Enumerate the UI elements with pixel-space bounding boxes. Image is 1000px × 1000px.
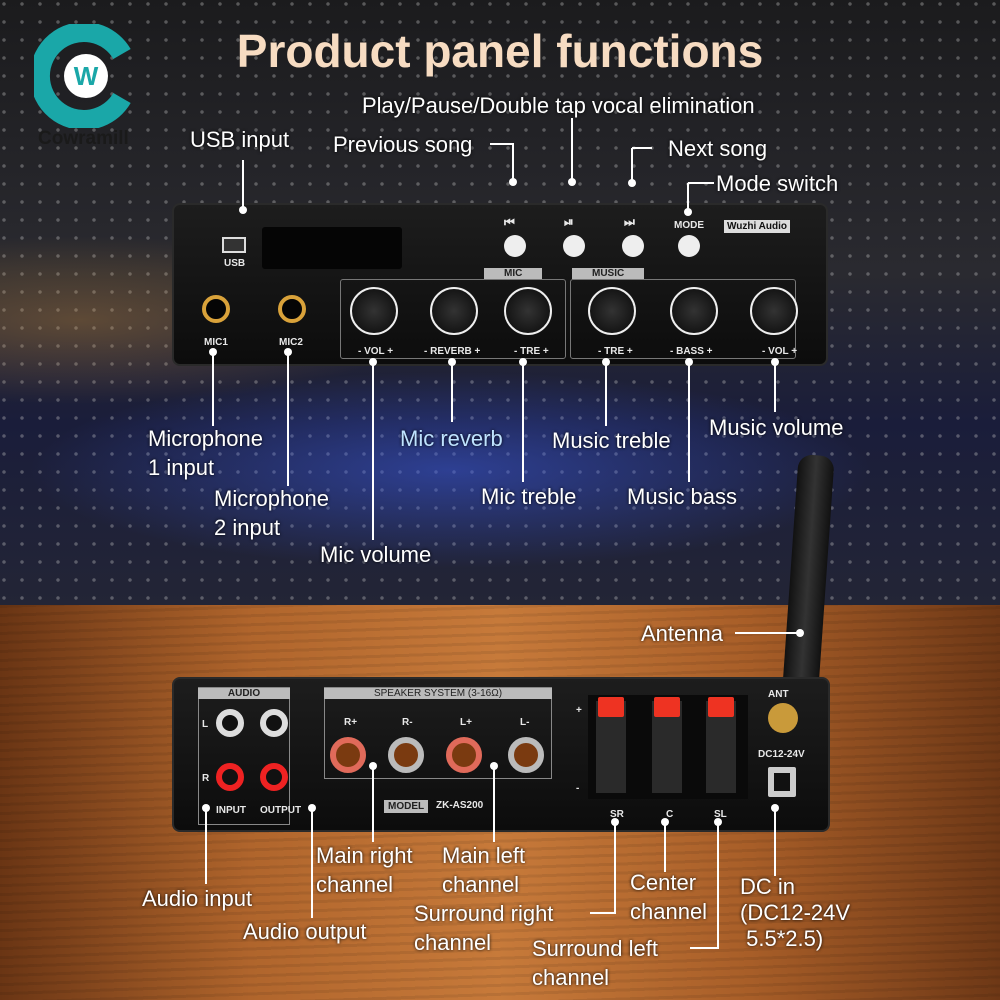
sl-clip[interactable]: [708, 697, 734, 717]
callout-mic-volume: Mic volume: [320, 542, 432, 567]
audio-section: [198, 687, 290, 825]
music-bass-knob[interactable]: [670, 287, 718, 335]
speaker-system-label: SPEAKER SYSTEM (3-16Ω): [324, 688, 552, 699]
mode-label: MODE: [674, 220, 704, 231]
knob-label: - TRE +: [598, 346, 633, 357]
mode-button[interactable]: [678, 235, 700, 257]
ant-label: ANT: [768, 689, 789, 700]
c-label: C: [666, 809, 674, 820]
post-label: L+: [460, 717, 472, 728]
brand-name: Cowramill: [38, 128, 129, 149]
callout-audio-output: Audio output: [243, 919, 367, 944]
minus-label: -: [576, 783, 580, 794]
model-label: MODEL: [384, 800, 429, 813]
play-pause-button[interactable]: [563, 235, 585, 257]
callout-surround-right: Surround right channel: [414, 901, 554, 955]
output-label: OUTPUT: [260, 805, 302, 816]
svg-text:W: W: [74, 61, 99, 91]
display-screen: [262, 227, 402, 269]
play-pause-icon: ⏯: [564, 215, 574, 229]
callout-mode-switch: Mode switch: [716, 171, 839, 196]
callout-mic2: Microphone 2 input: [214, 486, 329, 540]
callout-center: Center channel: [630, 870, 708, 924]
mic2-jack[interactable]: [278, 295, 306, 323]
left-minus-post[interactable]: [508, 737, 544, 773]
dc-jack[interactable]: [768, 767, 796, 797]
callout-previous-song: Previous song: [333, 132, 473, 157]
front-panel: USB MIC1 MIC2 ⏮ ⏯ ⏭ MODE Wuzhi Audio MIC…: [172, 203, 828, 366]
callout-play-pause: Play/Pause/Double tap vocal elimination: [362, 93, 755, 118]
callout-audio-input: Audio input: [142, 886, 253, 911]
mic-section-label: MIC: [484, 268, 543, 279]
right-minus-post[interactable]: [388, 737, 424, 773]
next-icon: ⏭: [624, 215, 635, 229]
callout-music-bass: Music bass: [627, 484, 738, 509]
knob-label: - VOL +: [762, 346, 798, 357]
sl-label: SL: [714, 809, 727, 820]
brand-badge: Wuzhi Audio: [724, 220, 790, 233]
mic2-label: MIC2: [279, 337, 303, 348]
previous-button[interactable]: [504, 235, 526, 257]
page-title: Product panel functions: [236, 25, 764, 77]
plus-label: +: [576, 705, 582, 716]
mic-volume-knob[interactable]: [350, 287, 398, 335]
cowramill-logo: W: [34, 24, 131, 128]
speaker-section: [324, 687, 552, 779]
callout-mic1: Microphone 1 input: [148, 426, 263, 480]
back-panel: AUDIO L R INPUT OUTPUT SPEAKER SYSTEM (3…: [172, 677, 830, 832]
post-label: L-: [520, 717, 530, 728]
knob-label: - BASS +: [670, 346, 713, 357]
output-r-jack[interactable]: [260, 763, 288, 791]
mic-reverb-knob[interactable]: [430, 287, 478, 335]
usb-port[interactable]: [222, 237, 246, 253]
mic1-jack[interactable]: [202, 295, 230, 323]
callout-mic-treble: Mic treble: [481, 484, 577, 509]
right-plus-post[interactable]: [330, 737, 366, 773]
dc-label: DC12-24V: [758, 749, 805, 760]
input-label: INPUT: [216, 805, 246, 816]
next-button[interactable]: [622, 235, 644, 257]
callout-mic-reverb: Mic reverb: [400, 426, 503, 451]
c-clip[interactable]: [654, 697, 680, 717]
callout-music-treble: Music treble: [552, 428, 671, 453]
callout-main-left: Main left channel: [442, 843, 526, 897]
callout-dc-in: DC in (DC12-24V 5.5*2.5): [740, 874, 851, 951]
mic-treble-knob[interactable]: [504, 287, 552, 335]
antenna-connector[interactable]: [768, 703, 798, 733]
knob-label: - REVERB +: [424, 346, 481, 357]
callout-main-right: Main right channel: [316, 843, 413, 897]
callout-next-song: Next song: [668, 136, 768, 161]
music-treble-knob[interactable]: [588, 287, 636, 335]
callout-usb-input: USB input: [190, 127, 290, 152]
input-l-jack[interactable]: [216, 709, 244, 737]
knob-label: - VOL +: [358, 346, 394, 357]
sr-label: SR: [610, 809, 624, 820]
knob-label: - TRE +: [514, 346, 549, 357]
output-l-jack[interactable]: [260, 709, 288, 737]
music-section-label: MUSIC: [572, 268, 645, 279]
callout-surround-left: Surround left channel: [532, 936, 658, 990]
audio-label: AUDIO: [198, 688, 290, 699]
l-label: L: [202, 719, 209, 730]
mic1-label: MIC1: [204, 337, 228, 348]
usb-label: USB: [224, 258, 246, 269]
post-label: R-: [402, 717, 413, 728]
model-number: ZK-AS200: [436, 800, 484, 811]
input-r-jack[interactable]: [216, 763, 244, 791]
left-plus-post[interactable]: [446, 737, 482, 773]
r-label: R: [202, 773, 210, 784]
post-label: R+: [344, 717, 358, 728]
callout-music-volume: Music volume: [709, 415, 844, 440]
callout-antenna: Antenna: [641, 621, 723, 646]
sr-clip[interactable]: [598, 697, 624, 717]
music-volume-knob[interactable]: [750, 287, 798, 335]
previous-icon: ⏮: [504, 215, 515, 229]
